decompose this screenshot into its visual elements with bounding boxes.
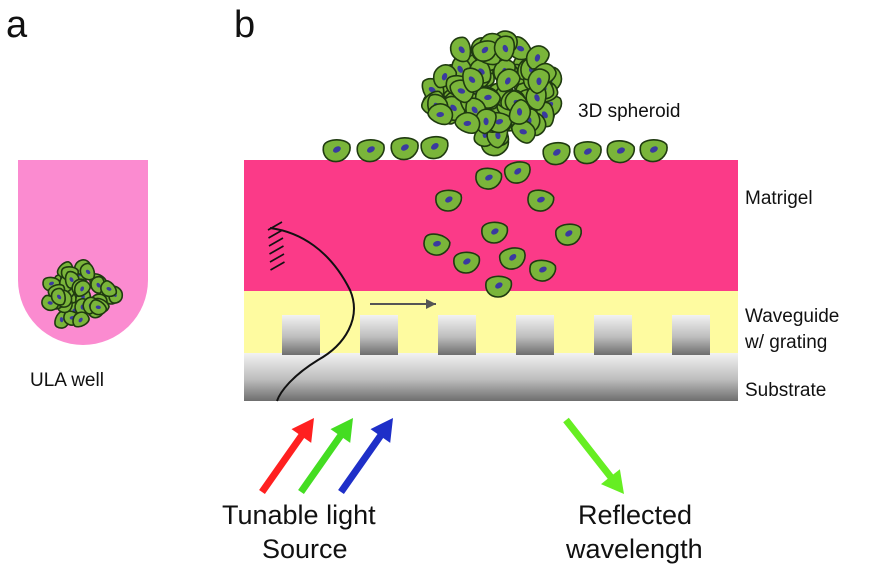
waveguide-label-line2: w/ grating [745,332,828,353]
cell [390,137,419,161]
cell [496,68,521,93]
migrating-cells [423,161,582,298]
cell [498,247,526,270]
incident-light-arrows [259,418,393,494]
cell [73,279,92,297]
cell [527,68,551,95]
substrate-layer [244,353,738,401]
cell [503,161,531,184]
cell [639,139,668,163]
panel-a-letter: a [6,4,28,46]
reflected-label-line2: wavelength [566,534,703,564]
reflected-light-arrow [563,417,624,494]
cell [322,139,351,163]
spheroid-label: 3D spheroid [578,101,681,122]
incident-label-line1: Tunable light [222,500,376,530]
ula-well-label: ULA well [30,370,104,391]
cell [573,141,602,165]
panel-b-letter: b [234,4,256,46]
cell [542,141,571,166]
spheroid-3d [421,30,563,149]
cell [606,140,636,164]
cell [481,221,509,244]
cell [435,189,463,212]
cell [454,111,481,135]
incident-label-line2: Source [262,534,348,564]
cell [427,103,454,126]
cell [449,36,472,63]
grating-teeth [282,315,710,355]
matrigel-label: Matrigel [745,188,813,209]
cell [475,167,503,190]
cell [100,280,118,298]
field-profile-curve [269,227,355,402]
cell [527,189,555,212]
cell [420,135,449,160]
cell [423,233,451,256]
cell [471,40,498,63]
cell [356,139,385,163]
cell [529,259,557,282]
cell [453,251,481,274]
cell [485,275,513,298]
cell [72,311,90,328]
waveguide-layer [244,291,738,353]
reflected-label-line1: Reflected [578,500,693,530]
cell [462,67,485,93]
waveguide-label-line1: Waveguide [745,306,840,327]
cell [89,299,108,316]
well-spheroid [41,259,124,329]
cell [554,223,582,246]
cell [79,262,96,281]
cell [508,98,532,125]
cell [50,287,66,306]
cell [493,35,516,62]
substrate-label: Substrate [745,380,827,401]
surface-cells [322,132,668,166]
